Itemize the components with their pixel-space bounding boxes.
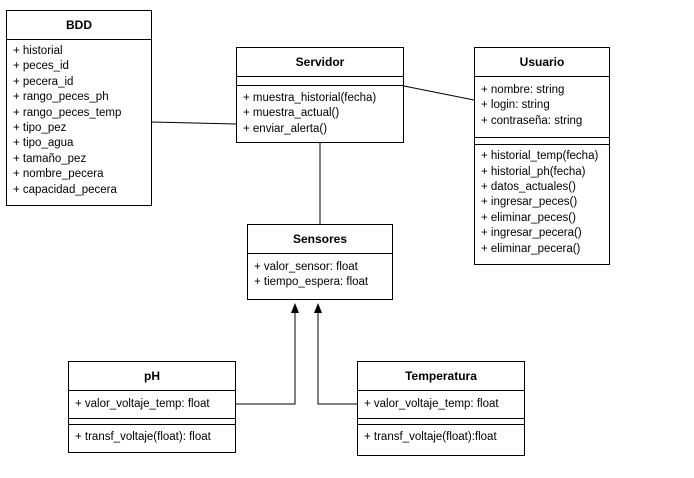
association-bdd-servidor: [151, 121, 237, 125]
arrowhead-temperatura-sensores: [314, 303, 322, 313]
class-title: Usuario: [475, 48, 609, 77]
class-member: + pecera_id: [13, 75, 74, 88]
class-member: + rango_peces_ph: [13, 91, 109, 104]
class-member: + login: string: [481, 99, 550, 112]
attributes-section: + nombre: string + login: string + contras…: [475, 77, 609, 137]
methods-section: + transf_voltaje(float):float: [358, 425, 524, 448]
class-title: Servidor: [237, 48, 403, 77]
class-member: + tamaño_pez: [13, 152, 87, 165]
class-title: Temperatura: [358, 362, 524, 391]
class-member: + muestra_historial(fecha): [243, 92, 377, 104]
class-member: + tiempo_espera: float: [254, 276, 369, 289]
class-member: + ingresar_pecera(): [481, 227, 582, 240]
arrowhead-ph-sensores: [291, 303, 299, 313]
class-member: + tipo_pez: [13, 122, 67, 135]
section-divider: [69, 418, 235, 426]
class-member: + transf_voltaje(float): float: [75, 431, 211, 444]
class-member: + nombre_pecera: [13, 168, 104, 181]
attributes-section-empty: [237, 77, 403, 86]
attributes-section: + valor_voltaje_temp: float: [69, 391, 235, 418]
class-member: + capacidad_pecera: [13, 183, 117, 196]
class-ph[interactable]: pH + valor_voltaje_temp: float + transf_…: [68, 361, 236, 453]
class-title: Sensores: [248, 225, 392, 254]
class-member: + historial: [13, 45, 63, 57]
class-servidor[interactable]: Servidor + muestra_historial(fecha)+ mue…: [236, 47, 404, 143]
class-member: + enviar_alerta(): [243, 122, 328, 135]
class-member: + eliminar_pecera(): [481, 242, 581, 255]
class-member: + rango_peces_temp: [13, 106, 122, 119]
inheritance-temperatura-sensores: [317, 312, 357, 405]
class-member: + transf_voltaje(float):float: [364, 431, 497, 444]
class-member: + muestra_actual(): [243, 107, 340, 120]
attributes-section: + historial + peces_id + pecera_id + rango_…: [7, 40, 151, 201]
association-servidor-usuario: [403, 85, 475, 101]
class-member: + valor_voltaje_temp: float: [75, 398, 210, 410]
class-member: + contraseña: string: [481, 114, 583, 127]
class-member: + historial_ph(fecha): [481, 165, 586, 178]
class-member: + datos_actuales(): [481, 181, 576, 194]
class-sensores[interactable]: Sensores + valor_sensor: float + tiempo_e…: [247, 224, 393, 300]
class-member: + valor_sensor: float: [254, 261, 358, 273]
class-title: pH: [69, 362, 235, 391]
class-temperatura[interactable]: Temperatura + valor_voltaje_temp: float …: [357, 361, 525, 456]
inheritance-ph-sensores: [236, 312, 296, 405]
class-title: BDD: [7, 11, 151, 40]
methods-section: + historial_temp(fecha) + historial_ph(fe…: [475, 145, 609, 260]
class-member: + nombre: string: [481, 84, 565, 96]
class-member: + historial_temp(fecha): [481, 150, 599, 163]
class-member: + peces_id: [13, 60, 69, 73]
section-divider: [358, 418, 524, 426]
class-member: + eliminar_peces(): [481, 211, 576, 224]
methods-section: + transf_voltaje(float): float: [69, 425, 235, 448]
class-member: + ingresar_peces(): [481, 196, 578, 209]
class-usuario[interactable]: Usuario + nombre: string+ login: string+…: [474, 47, 610, 265]
attributes-section: + valor_sensor: float + tiempo_espera: fl…: [248, 254, 392, 294]
attributes-section: + valor_voltaje_temp: float: [358, 391, 524, 418]
section-divider: [475, 137, 609, 146]
class-member: + tipo_agua: [13, 137, 74, 150]
class-member: + valor_voltaje_temp: float: [364, 398, 499, 410]
class-bdd[interactable]: BDD + historial + peces_id + pecera_id + ra…: [6, 10, 152, 206]
methods-section: + muestra_historial(fecha) + muestra_actu…: [237, 86, 403, 140]
